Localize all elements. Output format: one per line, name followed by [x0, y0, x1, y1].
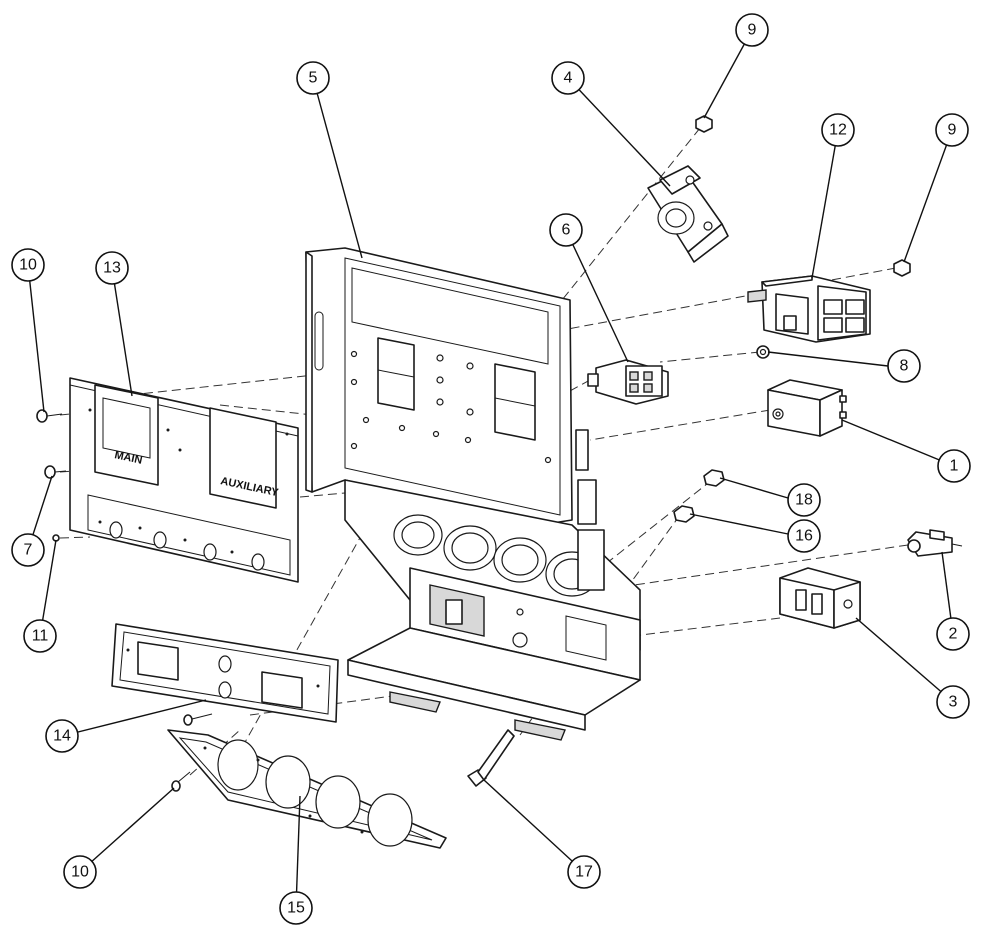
- svg-text:13: 13: [103, 260, 121, 277]
- nut-16: [673, 505, 695, 523]
- callout-10b: 10: [63, 855, 97, 889]
- callout-2: 2: [936, 617, 970, 651]
- bottom-plate: [111, 623, 339, 723]
- callout-5: 5: [296, 61, 330, 95]
- callout-6: 6: [549, 213, 583, 247]
- callout-17: 17: [567, 855, 601, 889]
- washer: [756, 345, 770, 359]
- callout-10a: 10: [11, 248, 45, 282]
- callout-16: 16: [787, 519, 821, 553]
- callout-7: 7: [11, 533, 45, 567]
- circuit-breaker: [747, 275, 871, 343]
- leader-lines: [27, 29, 955, 909]
- callout-18: 18: [787, 483, 821, 517]
- svg-text:3: 3: [949, 694, 958, 711]
- svg-text:16: 16: [795, 528, 813, 545]
- label-plate: MAIN AUXILIARY: [69, 377, 299, 583]
- svg-text:12: 12: [829, 122, 847, 139]
- callout-8: 8: [887, 349, 921, 383]
- nut-top: [695, 115, 713, 133]
- toggle-switch: [907, 529, 963, 557]
- screw-7: [44, 465, 67, 479]
- svg-text:8: 8: [900, 358, 909, 375]
- svg-text:11: 11: [32, 628, 49, 645]
- module-box: [767, 379, 847, 437]
- screw-10-bottom: [171, 771, 191, 792]
- callout-12: 12: [821, 113, 855, 147]
- svg-text:17: 17: [575, 864, 593, 881]
- callout-4: 4: [551, 61, 585, 95]
- svg-text:14: 14: [53, 728, 71, 745]
- svg-text:1: 1: [950, 458, 959, 475]
- bolt-17: [467, 729, 515, 787]
- screw-14: [183, 713, 213, 726]
- callout-13: 13: [95, 251, 129, 285]
- svg-text:5: 5: [309, 70, 318, 87]
- gfci-outlet: [779, 567, 861, 629]
- svg-text:10: 10: [19, 257, 37, 274]
- connector-ports: [393, 514, 599, 597]
- nut-18: [703, 469, 725, 487]
- nut-right: [893, 259, 911, 277]
- svg-text:9: 9: [748, 22, 757, 39]
- callout-1: 1: [937, 449, 971, 483]
- gasket: [167, 729, 447, 849]
- main-label: MAIN: [113, 449, 143, 467]
- svg-text:10: 10: [71, 864, 89, 881]
- svg-text:2: 2: [949, 626, 958, 643]
- svg-text:15: 15: [287, 900, 305, 917]
- callout-9b: 9: [935, 113, 969, 147]
- svg-text:4: 4: [564, 70, 573, 87]
- screw-10-top: [36, 409, 63, 423]
- relay: [587, 359, 669, 405]
- callout-9a: 9: [735, 13, 769, 47]
- svg-text:18: 18: [795, 492, 813, 509]
- callout-15: 15: [279, 891, 313, 925]
- svg-text:6: 6: [562, 222, 571, 239]
- callout-14: 14: [45, 719, 79, 753]
- svg-text:7: 7: [24, 542, 33, 559]
- svg-text:9: 9: [948, 122, 957, 139]
- plate-holes: [88, 408, 289, 571]
- main-panel: [305, 247, 641, 741]
- receptacle-part: [647, 165, 729, 263]
- panel-holes: [350, 350, 552, 464]
- callout-11: 11: [23, 619, 57, 653]
- callout-3: 3: [936, 685, 970, 719]
